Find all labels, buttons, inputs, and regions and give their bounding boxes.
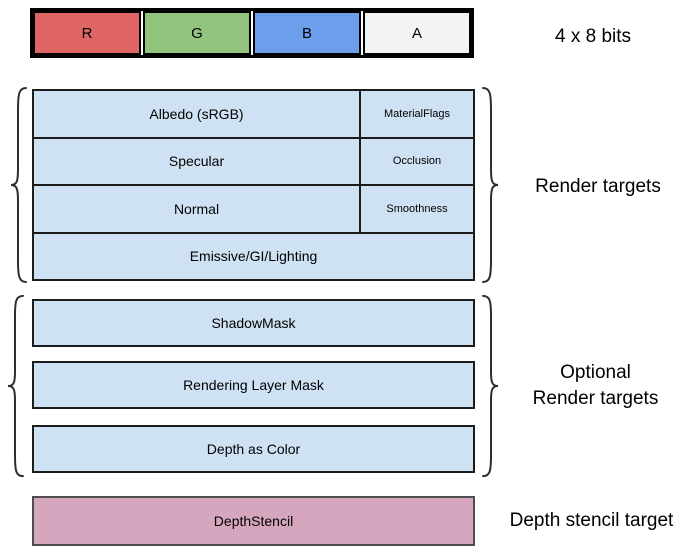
optional-label-line1: Optional <box>560 362 631 383</box>
rt-normal-cell: Normal <box>32 184 361 234</box>
rt-emissive-cell: Emissive/GI/Lighting <box>32 231 475 281</box>
table-row: Albedo (sRGB) MaterialFlags <box>32 89 475 139</box>
table-row: Emissive/GI/Lighting <box>32 231 475 281</box>
bits-label: 4 x 8 bits <box>554 26 632 47</box>
render-targets-label: Render targets <box>535 176 661 197</box>
table-row: Specular Occlusion <box>32 136 475 186</box>
channel-r-cell: R <box>33 11 141 55</box>
channel-a-cell: A <box>363 11 471 55</box>
rt-specular-cell: Specular <box>32 136 361 186</box>
optional-render-targets-right-brace <box>481 294 501 478</box>
channel-b-cell: B <box>253 11 361 55</box>
rt-smoothness-cell: Smoothness <box>359 184 475 234</box>
render-targets-left-brace <box>8 86 28 284</box>
rgba-format-box: R G B A <box>30 8 474 58</box>
rendering-layer-mask-box: Rendering Layer Mask <box>32 361 475 409</box>
optional-label-line2: Render targets <box>532 388 659 409</box>
table-row: Normal Smoothness <box>32 184 475 234</box>
shadowmask-box: ShadowMask <box>32 299 475 347</box>
render-targets-right-brace <box>481 86 501 284</box>
depth-as-color-box: Depth as Color <box>32 425 475 473</box>
rt-albedo-cell: Albedo (sRGB) <box>32 89 361 139</box>
depthstencil-box: DepthStencil <box>32 496 475 546</box>
optional-render-targets-label: Optional Render targets <box>503 360 688 412</box>
optional-render-targets-left-brace <box>5 294 25 478</box>
depth-stencil-target-label: Depth stencil target <box>509 510 674 531</box>
rt-materialflags-cell: MaterialFlags <box>359 89 475 139</box>
channel-g-cell: G <box>143 11 251 55</box>
rt-occlusion-cell: Occlusion <box>359 136 475 186</box>
render-targets-table: Albedo (sRGB) MaterialFlags Specular Occ… <box>32 89 475 281</box>
